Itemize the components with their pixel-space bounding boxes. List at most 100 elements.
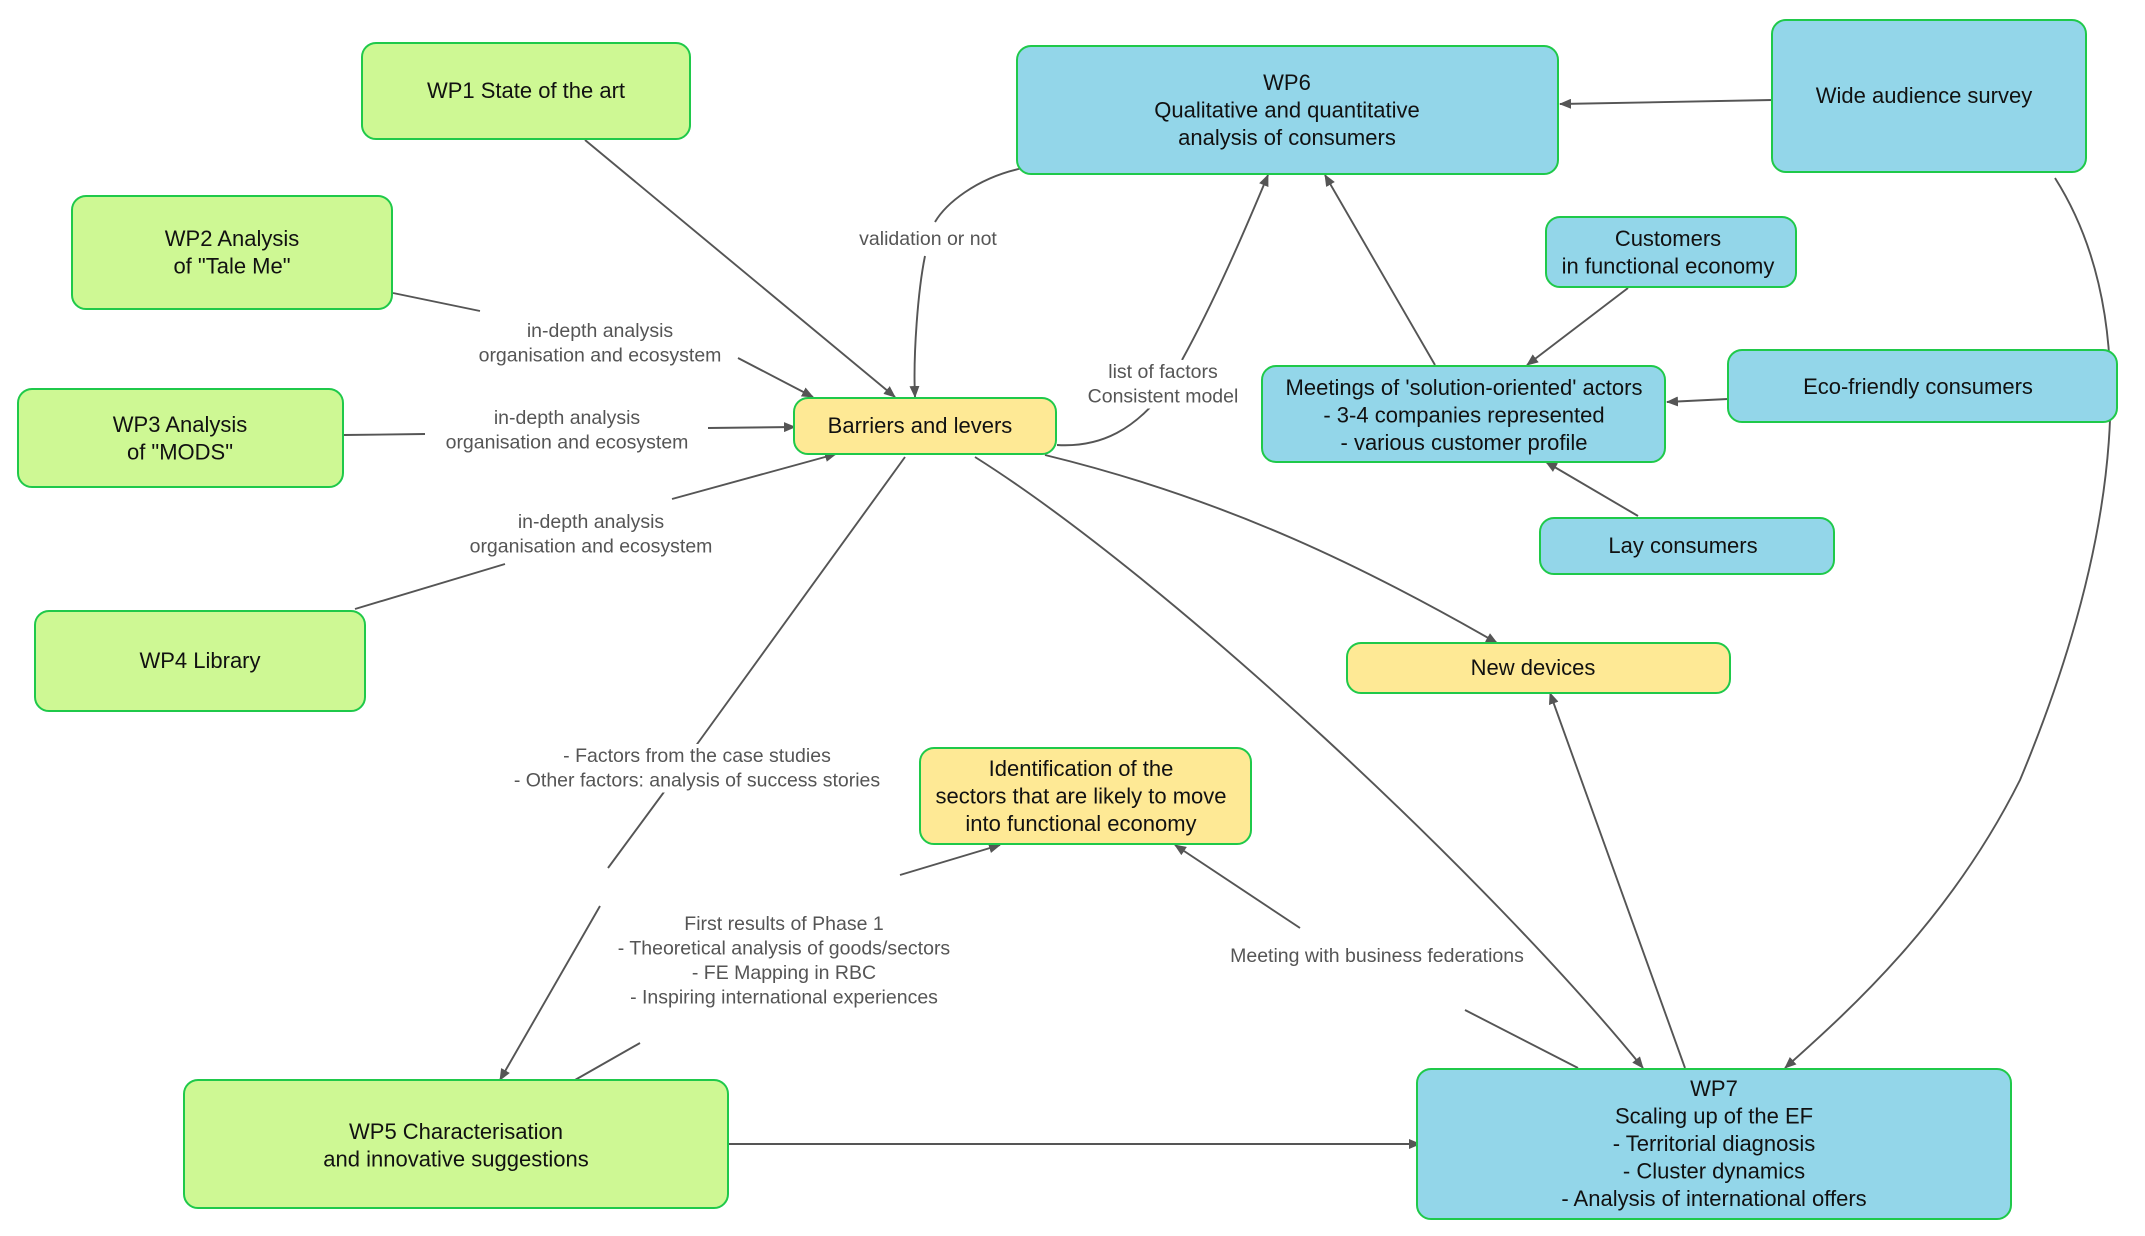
edge-label-wp4: in-depth analysis organisation and ecosys… bbox=[470, 511, 713, 558]
node-label: Lay consumers bbox=[1608, 533, 1757, 558]
node-label-line-1: Eco-friendly consumers bbox=[1803, 374, 2033, 399]
edge-label-phase1: First results of Phase 1- Theoretical an… bbox=[618, 913, 951, 1009]
edge-wp3-to-barriers bbox=[343, 427, 795, 435]
edge-wp7-to-devices bbox=[1549, 692, 1686, 1069]
node-label-line-2: Scaling up of the EF bbox=[1615, 1104, 1813, 1129]
node-label: WP5 Characterisation and innovative sugge… bbox=[323, 1119, 588, 1172]
edge-label-line-1: Meeting with business federations bbox=[1230, 945, 1524, 967]
node-label-line-1: WP5 Characterisation bbox=[349, 1119, 563, 1144]
node-box bbox=[71, 195, 393, 310]
edge-customers-to-meetings bbox=[1526, 287, 1629, 366]
node-label-line-1: WP6 bbox=[1263, 70, 1311, 95]
edge-eco-to-meetings bbox=[1666, 396, 1729, 407]
node-label-line-3: - various customer profile bbox=[1341, 430, 1588, 455]
node-label-line-1: Lay consumers bbox=[1608, 533, 1757, 558]
node-box bbox=[919, 747, 1252, 845]
node-box bbox=[1545, 216, 1797, 288]
edge-label-background bbox=[474, 319, 726, 368]
nodes: WP1 State of the art WP2 Analysis of "Tal… bbox=[17, 19, 2118, 1220]
edge-label-federations: Meeting with business federations bbox=[1230, 945, 1524, 967]
edge-label-background bbox=[441, 406, 693, 455]
node-label-line-3: analysis of consumers bbox=[1178, 125, 1396, 150]
node-eco-friendly-consumers[interactable]: Eco-friendly consumers bbox=[1727, 349, 2118, 423]
node-label: Eco-friendly consumers bbox=[1803, 374, 2033, 399]
node-label: Wide audience survey bbox=[1816, 83, 2032, 108]
node-label-line-1: WP7 bbox=[1690, 1076, 1738, 1101]
node-barriers-and-levers[interactable]: Barriers and levers bbox=[793, 397, 1057, 455]
edge-wp2-to-barriers bbox=[392, 292, 813, 397]
node-label-line-1: WP2 Analysis bbox=[165, 226, 300, 251]
node-label-line-2: Qualitative and quantitative bbox=[1154, 98, 1419, 123]
node-label-line-2: sectors that are likely to move bbox=[935, 784, 1226, 809]
node-box bbox=[34, 610, 366, 712]
node-wp1[interactable]: WP1 State of the art bbox=[361, 42, 691, 140]
node-label-line-1: New devices bbox=[1471, 655, 1596, 680]
node-label-line-3: into functional economy bbox=[965, 811, 1196, 836]
edge-label-line-1: in-depth analysis bbox=[494, 407, 641, 429]
node-label-line-1: WP1 State of the art bbox=[427, 78, 625, 103]
edge-label-background bbox=[1226, 944, 1529, 968]
edge-wp6-validation-to-barriers bbox=[915, 167, 1024, 397]
edge-label-line-1: First results of Phase 1 bbox=[684, 913, 883, 935]
edge-label-line-2: organisation and ecosystem bbox=[446, 432, 689, 454]
node-box bbox=[1346, 642, 1731, 694]
node-box bbox=[1261, 365, 1666, 463]
node-wide-audience-survey[interactable]: Wide audience survey bbox=[1771, 19, 2087, 173]
edge-label-line-4: - Inspiring international experiences bbox=[630, 987, 938, 1009]
node-label-line-1: Customers bbox=[1615, 226, 1721, 251]
edges bbox=[343, 98, 2112, 1149]
node-box bbox=[183, 1079, 729, 1209]
node-box bbox=[1727, 349, 2118, 423]
node-label-line-4: - Cluster dynamics bbox=[1623, 1159, 1805, 1184]
node-label-line-1: Identification of the bbox=[989, 756, 1174, 781]
edge-label-background bbox=[855, 227, 1002, 251]
edge-barriers-to-devices bbox=[1044, 454, 1498, 644]
node-label-line-2: of "Tale Me" bbox=[173, 254, 290, 279]
node-meetings-solution-actors[interactable]: Meetings of 'solution-oriented' actors - … bbox=[1261, 365, 1666, 463]
edge-label-background bbox=[1083, 360, 1243, 409]
edge-wp7-to-sectors bbox=[1175, 845, 1579, 1069]
node-new-devices[interactable]: New devices bbox=[1346, 642, 1731, 694]
edge-label-background bbox=[509, 744, 885, 793]
node-box bbox=[1016, 45, 1559, 175]
edge-label-line-2: organisation and ecosystem bbox=[470, 536, 713, 558]
edge-meetings-to-wp6 bbox=[1324, 174, 1436, 366]
node-label-line-1: Meetings of 'solution-oriented' actors bbox=[1286, 375, 1643, 400]
edge-survey-to-wp6 bbox=[1559, 98, 1773, 109]
node-box bbox=[361, 42, 691, 140]
node-box bbox=[1771, 19, 2087, 173]
node-lay-consumers[interactable]: Lay consumers bbox=[1539, 517, 1835, 575]
node-wp2[interactable]: WP2 Analysis of "Tale Me" bbox=[71, 195, 393, 310]
edge-label-background bbox=[465, 510, 717, 559]
node-label-line-2: and innovative suggestions bbox=[323, 1147, 588, 1172]
node-label-line-2: in functional economy bbox=[1562, 254, 1775, 279]
node-label-line-2: - 3-4 companies represented bbox=[1323, 403, 1604, 428]
node-label: Customers in functional economy bbox=[1562, 226, 1775, 279]
edge-labels: validation or not in-depth analysis organ… bbox=[441, 227, 1529, 1010]
edge-label-line-1: list of factors bbox=[1108, 361, 1218, 383]
edge-label-line-2: organisation and ecosystem bbox=[479, 345, 722, 367]
node-wp5[interactable]: WP5 Characterisation and innovative sugge… bbox=[183, 1079, 729, 1209]
node-label: WP4 Library bbox=[139, 648, 260, 673]
node-wp4[interactable]: WP4 Library bbox=[34, 610, 366, 712]
edge-label-background bbox=[613, 912, 955, 1010]
node-label-line-5: - Analysis of international offers bbox=[1561, 1186, 1866, 1211]
node-sector-identification[interactable]: Identification of the sectors that are li… bbox=[919, 747, 1252, 845]
node-label: Identification of the sectors that are li… bbox=[935, 756, 1226, 836]
edge-label-line-2: - Other factors: analysis of success sto… bbox=[514, 770, 881, 792]
edge-label-line-2: Consistent model bbox=[1088, 386, 1239, 408]
node-label-line-1: Wide audience survey bbox=[1816, 83, 2032, 108]
edge-lay-to-meetings bbox=[1545, 461, 1639, 517]
edge-label-line-1: validation or not bbox=[859, 228, 997, 250]
node-customers-functional-economy[interactable]: Customers in functional economy bbox=[1545, 216, 1797, 288]
edge-label-line-1: in-depth analysis bbox=[518, 511, 665, 533]
